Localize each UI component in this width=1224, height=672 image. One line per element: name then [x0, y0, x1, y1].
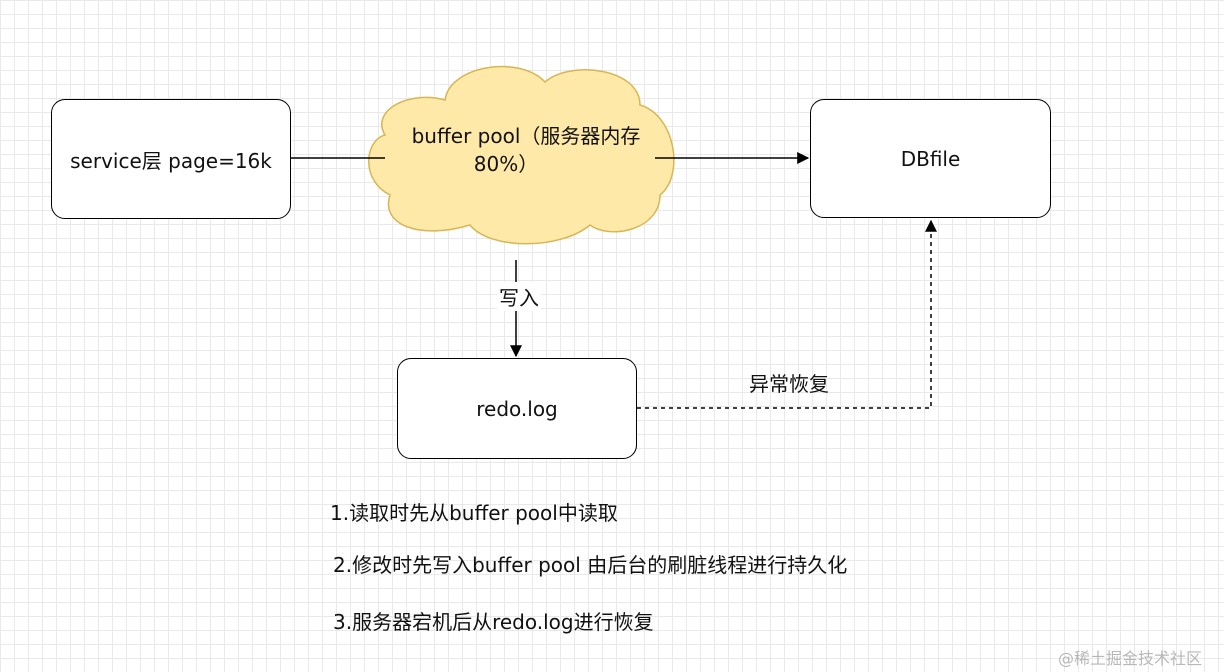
note-recover: 3.服务器宕机后从redo.log进行恢复 [333, 610, 654, 634]
note-write: 2.修改时先写入buffer pool 由后台的刷脏线程进行持久化 [333, 553, 848, 577]
service-layer-label: service层 page=16k [70, 148, 272, 173]
buffer-pool-cloud [368, 65, 675, 245]
watermark: @稀土掘金技术社区 [1058, 649, 1203, 668]
redo-log-label: redo.log [476, 396, 558, 421]
note-read: 1.读取时先从buffer pool中读取 [330, 501, 618, 525]
write-edge-label: 写入 [497, 282, 541, 311]
buffer-pool-label: buffer pool（服务器内存 80%） [376, 122, 676, 178]
service-layer-node: service层 page=16k [51, 99, 291, 219]
buffer-pool-label-line1: buffer pool（服务器内存 [411, 124, 641, 148]
edge-redo-log-to-dbfile [637, 219, 937, 409]
dbfile-node: DBfile [810, 99, 1051, 218]
buffer-pool-label-line2: 80%） [473, 152, 539, 176]
recover-edge-label: 异常恢复 [749, 372, 829, 396]
redo-log-node: redo.log [397, 358, 637, 459]
dbfile-label: DBfile [900, 146, 961, 171]
